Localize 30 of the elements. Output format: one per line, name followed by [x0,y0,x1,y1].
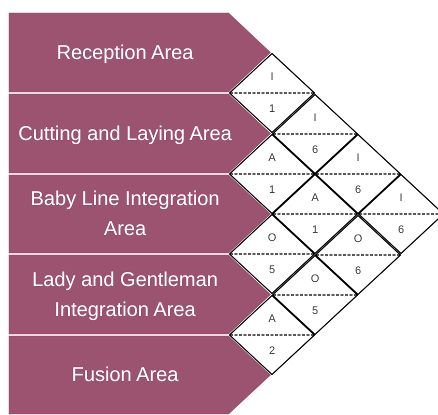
reason-code: 5 [268,264,276,276]
department-box [8,174,274,254]
department-box [8,335,274,415]
closeness-code: I [355,152,361,164]
reason-code: 1 [310,224,320,236]
closeness-code: O [352,232,364,244]
closeness-code: A [267,152,277,164]
reason-code: 6 [354,264,362,276]
closeness-code: A [310,192,320,204]
reason-code: 6 [310,144,320,156]
reason-code: 1 [268,103,276,115]
closeness-code: A [267,313,277,325]
area-label: Reception Area [56,40,194,66]
closeness-code: O [310,272,320,284]
reason-code: 2 [268,345,276,357]
closeness-code: O [266,232,278,244]
area-label: Cutting and Laying Area [17,122,233,146]
department-box [8,12,274,93]
area-label: Baby Line Integration Area [29,187,221,242]
closeness-code: I [398,192,404,204]
area-label: Fusion Area [70,363,180,388]
area-label: Lady and Gentleman Integration Area [31,268,219,322]
department-box [8,93,274,174]
closeness-code: I [312,112,318,124]
reason-code: 5 [310,304,320,316]
reason-code: 1 [268,184,276,196]
reason-code: 6 [354,184,362,196]
department-box [8,254,274,335]
closeness-code: I [269,71,275,83]
reason-code: 6 [396,224,406,236]
